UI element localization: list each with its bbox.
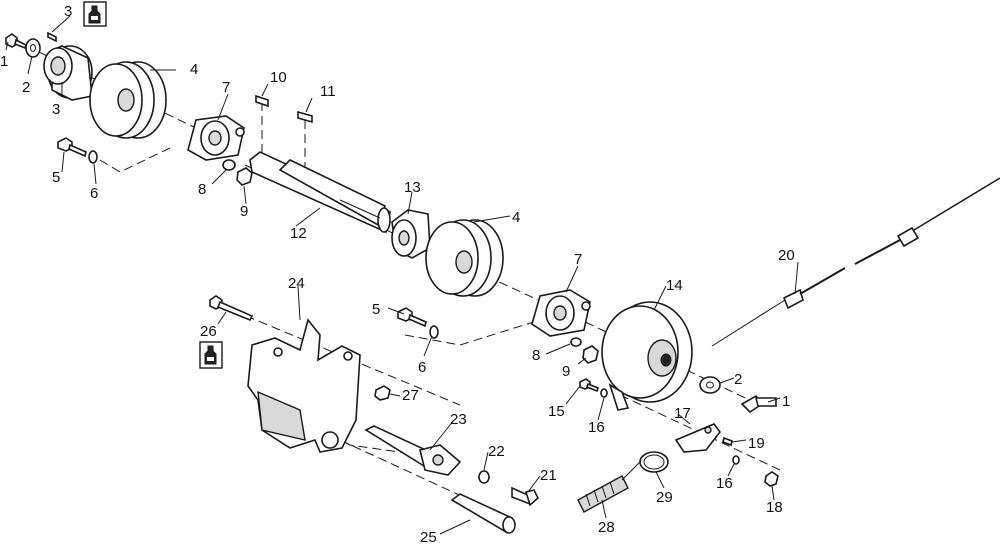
- bearing-flange-7-middle: [531, 289, 591, 337]
- bolt-1-top: [5, 33, 27, 50]
- callout-4: 4: [190, 61, 198, 78]
- pin-23: [364, 425, 462, 476]
- callout-13: 13: [404, 179, 421, 196]
- ring-29: [639, 451, 669, 473]
- callout-6: 6: [90, 185, 98, 202]
- callout-19: 19: [748, 435, 765, 452]
- callout-14: 14: [666, 277, 683, 294]
- callout-20: 20: [778, 247, 795, 264]
- callout-2: 2: [22, 79, 30, 96]
- callouts: 1 2 3 3 4 7 10 11 5 6 8 9 12 13 4 7 20 1…: [0, 3, 795, 546]
- callout-7: 7: [222, 79, 230, 96]
- bushing-3: [43, 45, 93, 101]
- threadlocker-icon: [199, 341, 223, 369]
- bolt-21: [511, 486, 539, 507]
- spring-28: [577, 461, 641, 513]
- callout-10: 10: [270, 69, 287, 86]
- nut-18: [764, 471, 779, 487]
- threadlocker-icon: [83, 1, 107, 27]
- lever-17: [674, 423, 722, 453]
- washer-16-middle: [600, 388, 608, 398]
- key-11: [297, 110, 313, 124]
- leader-lines: [5, 15, 799, 535]
- callout-21: 21: [540, 467, 557, 484]
- bearing-flange-7-top: [187, 115, 245, 161]
- callout-25: 25: [420, 529, 437, 546]
- callout-3: 3: [52, 101, 60, 118]
- bolt-5-middle: [397, 307, 427, 328]
- washer-8-top: [222, 159, 236, 171]
- pin-25: [450, 493, 516, 534]
- callout-29: 29: [656, 489, 673, 506]
- callout-17: 17: [674, 405, 691, 422]
- pulley-4-top: [89, 61, 167, 139]
- callout-22: 22: [488, 443, 505, 460]
- callout-6: 6: [418, 359, 426, 376]
- callout-26: 26: [200, 323, 217, 340]
- nut-27: [374, 385, 391, 401]
- callout-7: 7: [574, 251, 582, 268]
- callout-9: 9: [240, 203, 248, 220]
- bolt-15: [579, 378, 599, 393]
- key-10: [255, 94, 269, 108]
- callout-5: 5: [372, 301, 380, 318]
- callout-2: 2: [734, 371, 742, 388]
- clutch-14: [601, 301, 693, 411]
- washer-16-lower: [732, 455, 740, 465]
- bolt-5-top: [57, 137, 87, 158]
- washer-8-middle: [570, 337, 582, 347]
- bracket-24: [247, 318, 361, 453]
- callout-15: 15: [548, 403, 565, 420]
- callout-9: 9: [562, 363, 570, 380]
- pulley-4-middle: [425, 219, 504, 297]
- bolt-1-lower: [740, 394, 777, 414]
- callout-1: 1: [782, 393, 790, 410]
- callout-18: 18: [766, 499, 783, 516]
- cable-20: [711, 177, 1000, 347]
- callout-16: 16: [588, 419, 605, 436]
- callout-3: 3: [64, 3, 72, 20]
- shaft-12: [249, 151, 391, 234]
- callout-11: 11: [320, 83, 336, 100]
- nut-9-middle: [582, 345, 599, 364]
- callout-1: 1: [0, 53, 8, 70]
- washer-6-middle: [429, 325, 439, 339]
- washer-6-top: [88, 150, 98, 164]
- callout-8: 8: [532, 347, 540, 364]
- callout-23: 23: [450, 411, 467, 428]
- nut-9-top: [236, 167, 253, 186]
- callout-12: 12: [290, 225, 307, 242]
- bolt-26: [209, 295, 254, 322]
- callout-27: 27: [402, 387, 419, 404]
- washer-2-lower: [699, 376, 721, 394]
- callout-4: 4: [512, 209, 520, 226]
- callout-5: 5: [52, 169, 60, 186]
- washer-2-top: [25, 38, 41, 58]
- callout-16: 16: [716, 475, 733, 492]
- callout-24: 24: [288, 275, 305, 292]
- callout-28: 28: [598, 519, 615, 536]
- washer-22: [478, 470, 490, 484]
- callout-8: 8: [198, 181, 206, 198]
- setscrew-3-top: [47, 31, 57, 43]
- setscrew-19: [722, 436, 733, 447]
- bushing-13: [391, 209, 431, 259]
